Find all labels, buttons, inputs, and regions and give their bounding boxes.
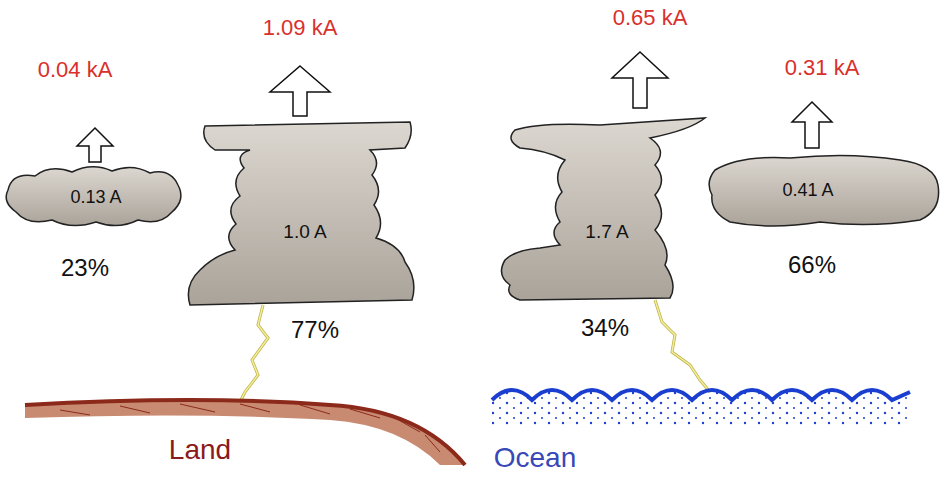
current-value: 0.65 kA: [613, 5, 688, 31]
current-arrow: [792, 102, 832, 148]
ocean-water: [492, 390, 910, 425]
current-value: 0.04 kA: [38, 57, 113, 83]
thunderstorm-cloud: [188, 122, 414, 305]
surface-name: Ocean: [494, 442, 577, 474]
cloud-current-box: 1.0 A: [279, 219, 331, 245]
cloud-current: 0.13 A: [70, 187, 121, 208]
cloud-current-box: 0.13 A: [66, 185, 126, 210]
current-value: 1.09 kA: [263, 15, 338, 41]
current-value: 0.31 kA: [785, 55, 860, 81]
surface-name: Land: [169, 434, 231, 466]
lightning-bolt: [655, 300, 710, 392]
land-hatching: [60, 404, 440, 452]
percentage: 66%: [788, 251, 836, 279]
current-arrow: [270, 66, 330, 116]
lightning-bolt: [655, 300, 710, 392]
thunderstorm-cloud: [501, 118, 705, 300]
lightning-bolt: [240, 305, 268, 402]
stratiform-cloud: [709, 155, 938, 226]
cloud-current-box: 0.41 A: [778, 178, 838, 203]
cloud-current: 0.41 A: [782, 180, 833, 201]
cloud-current-box: 1.7 A: [581, 219, 633, 245]
percentage: 77%: [291, 316, 339, 344]
stratiform-cloud: [6, 167, 181, 226]
cloud-current: 1.0 A: [283, 221, 326, 243]
land-surface: [25, 400, 465, 465]
cloud-current: 1.7 A: [585, 221, 628, 243]
ocean-waves: [492, 390, 910, 400]
percentage: 23%: [61, 254, 109, 282]
land-surface: [25, 400, 465, 465]
current-arrow: [77, 128, 113, 162]
lightning-bolt: [240, 305, 268, 402]
percentage: 34%: [581, 314, 629, 342]
current-arrow: [612, 52, 668, 108]
